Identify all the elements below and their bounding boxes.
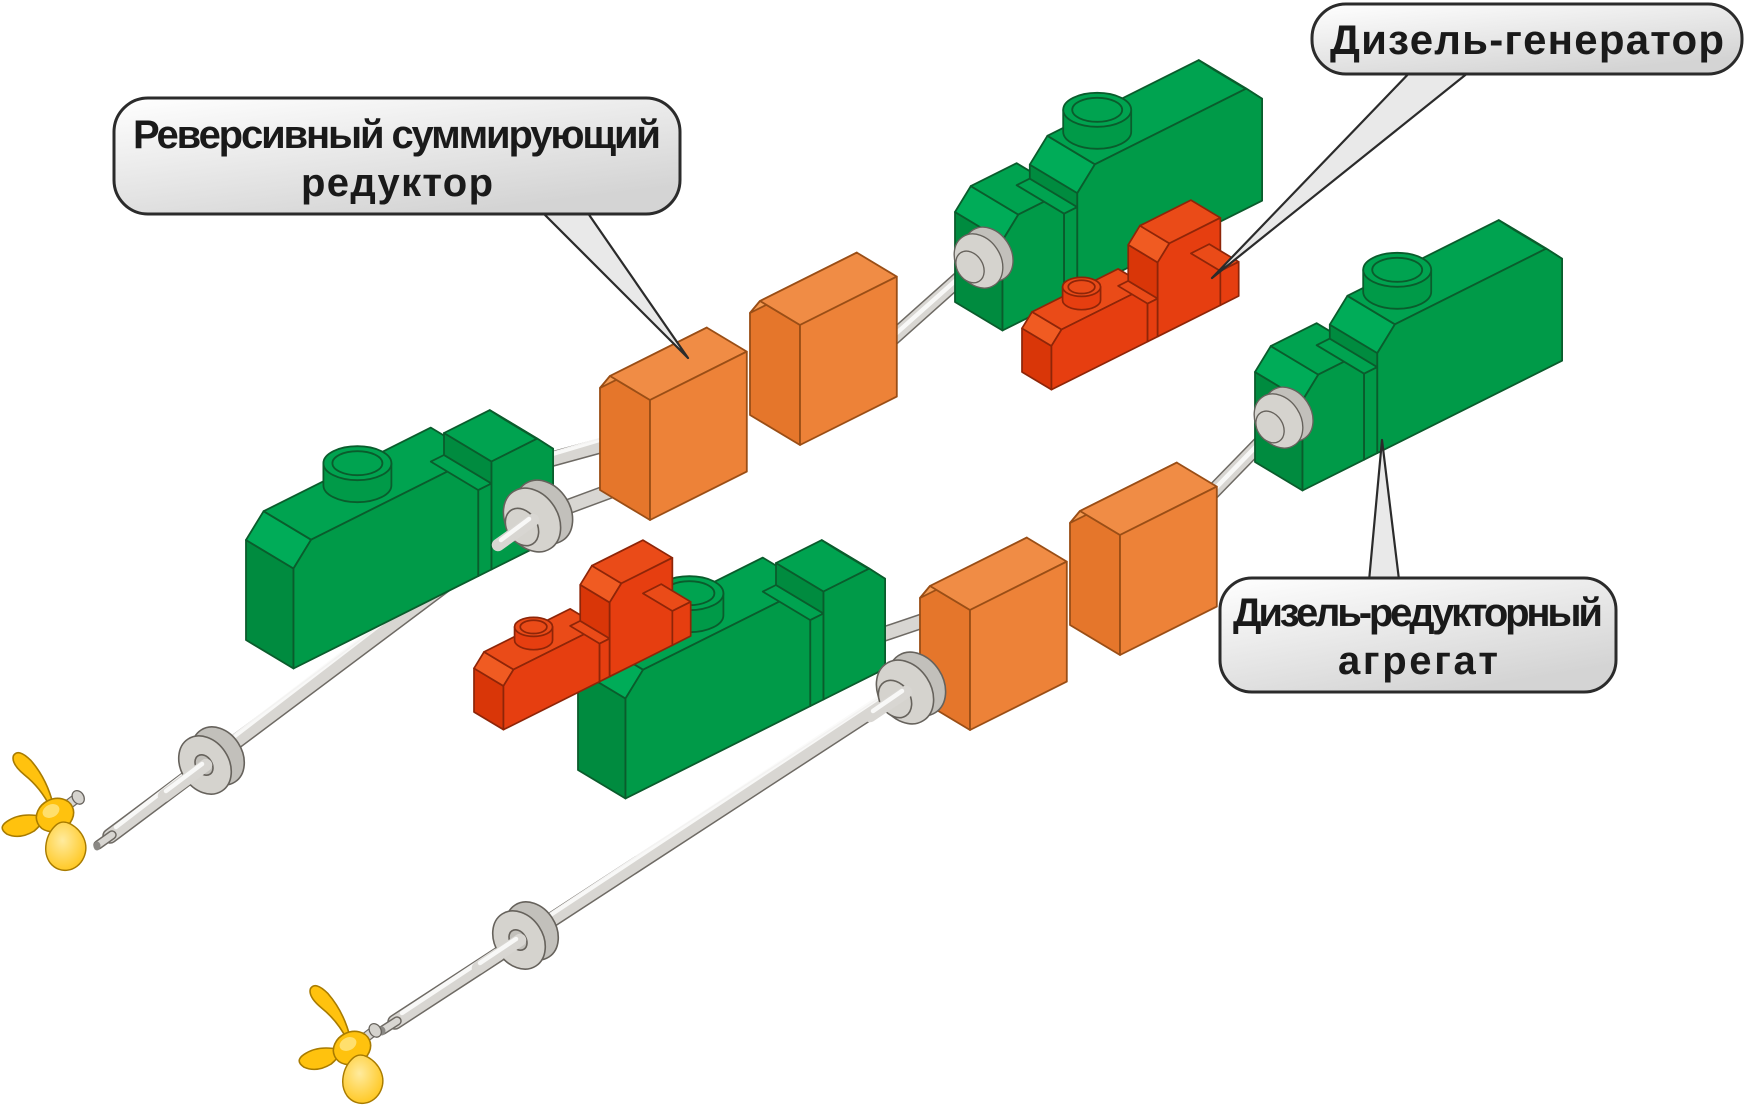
propeller-2 [299,986,384,1104]
callout-line-1: Дизель-генератор [1330,16,1724,63]
shaft-over-flange-3 [863,685,913,723]
propeller-1 [2,753,87,871]
callout-line-2: агрегат [1338,639,1498,683]
shaft-over-disc [157,758,213,803]
callout-diesel-reduction-unit: Дизель-редукторный агрегат [1218,438,1618,694]
callout-pointer [528,191,690,360]
callout-diesel-generator: Дизель-генератор [1210,2,1744,280]
reducer-front-block [599,326,748,521]
summing-reducer-2 [919,461,1218,731]
callout-line-2: редуктор [301,161,493,205]
reducer-rear-block [1069,461,1218,656]
callout-bubble [1218,576,1618,694]
shaft-over-disc-highlight [477,936,519,966]
shaft-over-disc-highlight [163,761,205,794]
shaft-over-flange-1 [491,513,540,552]
shaft-tip [379,1017,401,1034]
callout-pointer [1366,438,1402,594]
reducer-rear-block [749,251,898,446]
diesel-engine-starboard-aft [1254,219,1563,492]
callout-line-1: Реверсивный суммирующий [133,113,661,157]
callout-summing-reducer: Реверсивный суммирующий редуктор [112,96,690,360]
shaft-over-flange-1-highlight [498,516,532,543]
callout-bubble [1310,2,1744,76]
summing-reducer-1 [599,251,898,521]
callout-bubble [112,96,682,216]
shaft-over-flange-3-highlight [870,688,905,714]
callout-line-1: Дизель-редукторный [1233,591,1603,635]
shaft-tip-cap [93,841,101,851]
shaft-tip [94,831,116,849]
shaft-over-disc [471,933,527,975]
